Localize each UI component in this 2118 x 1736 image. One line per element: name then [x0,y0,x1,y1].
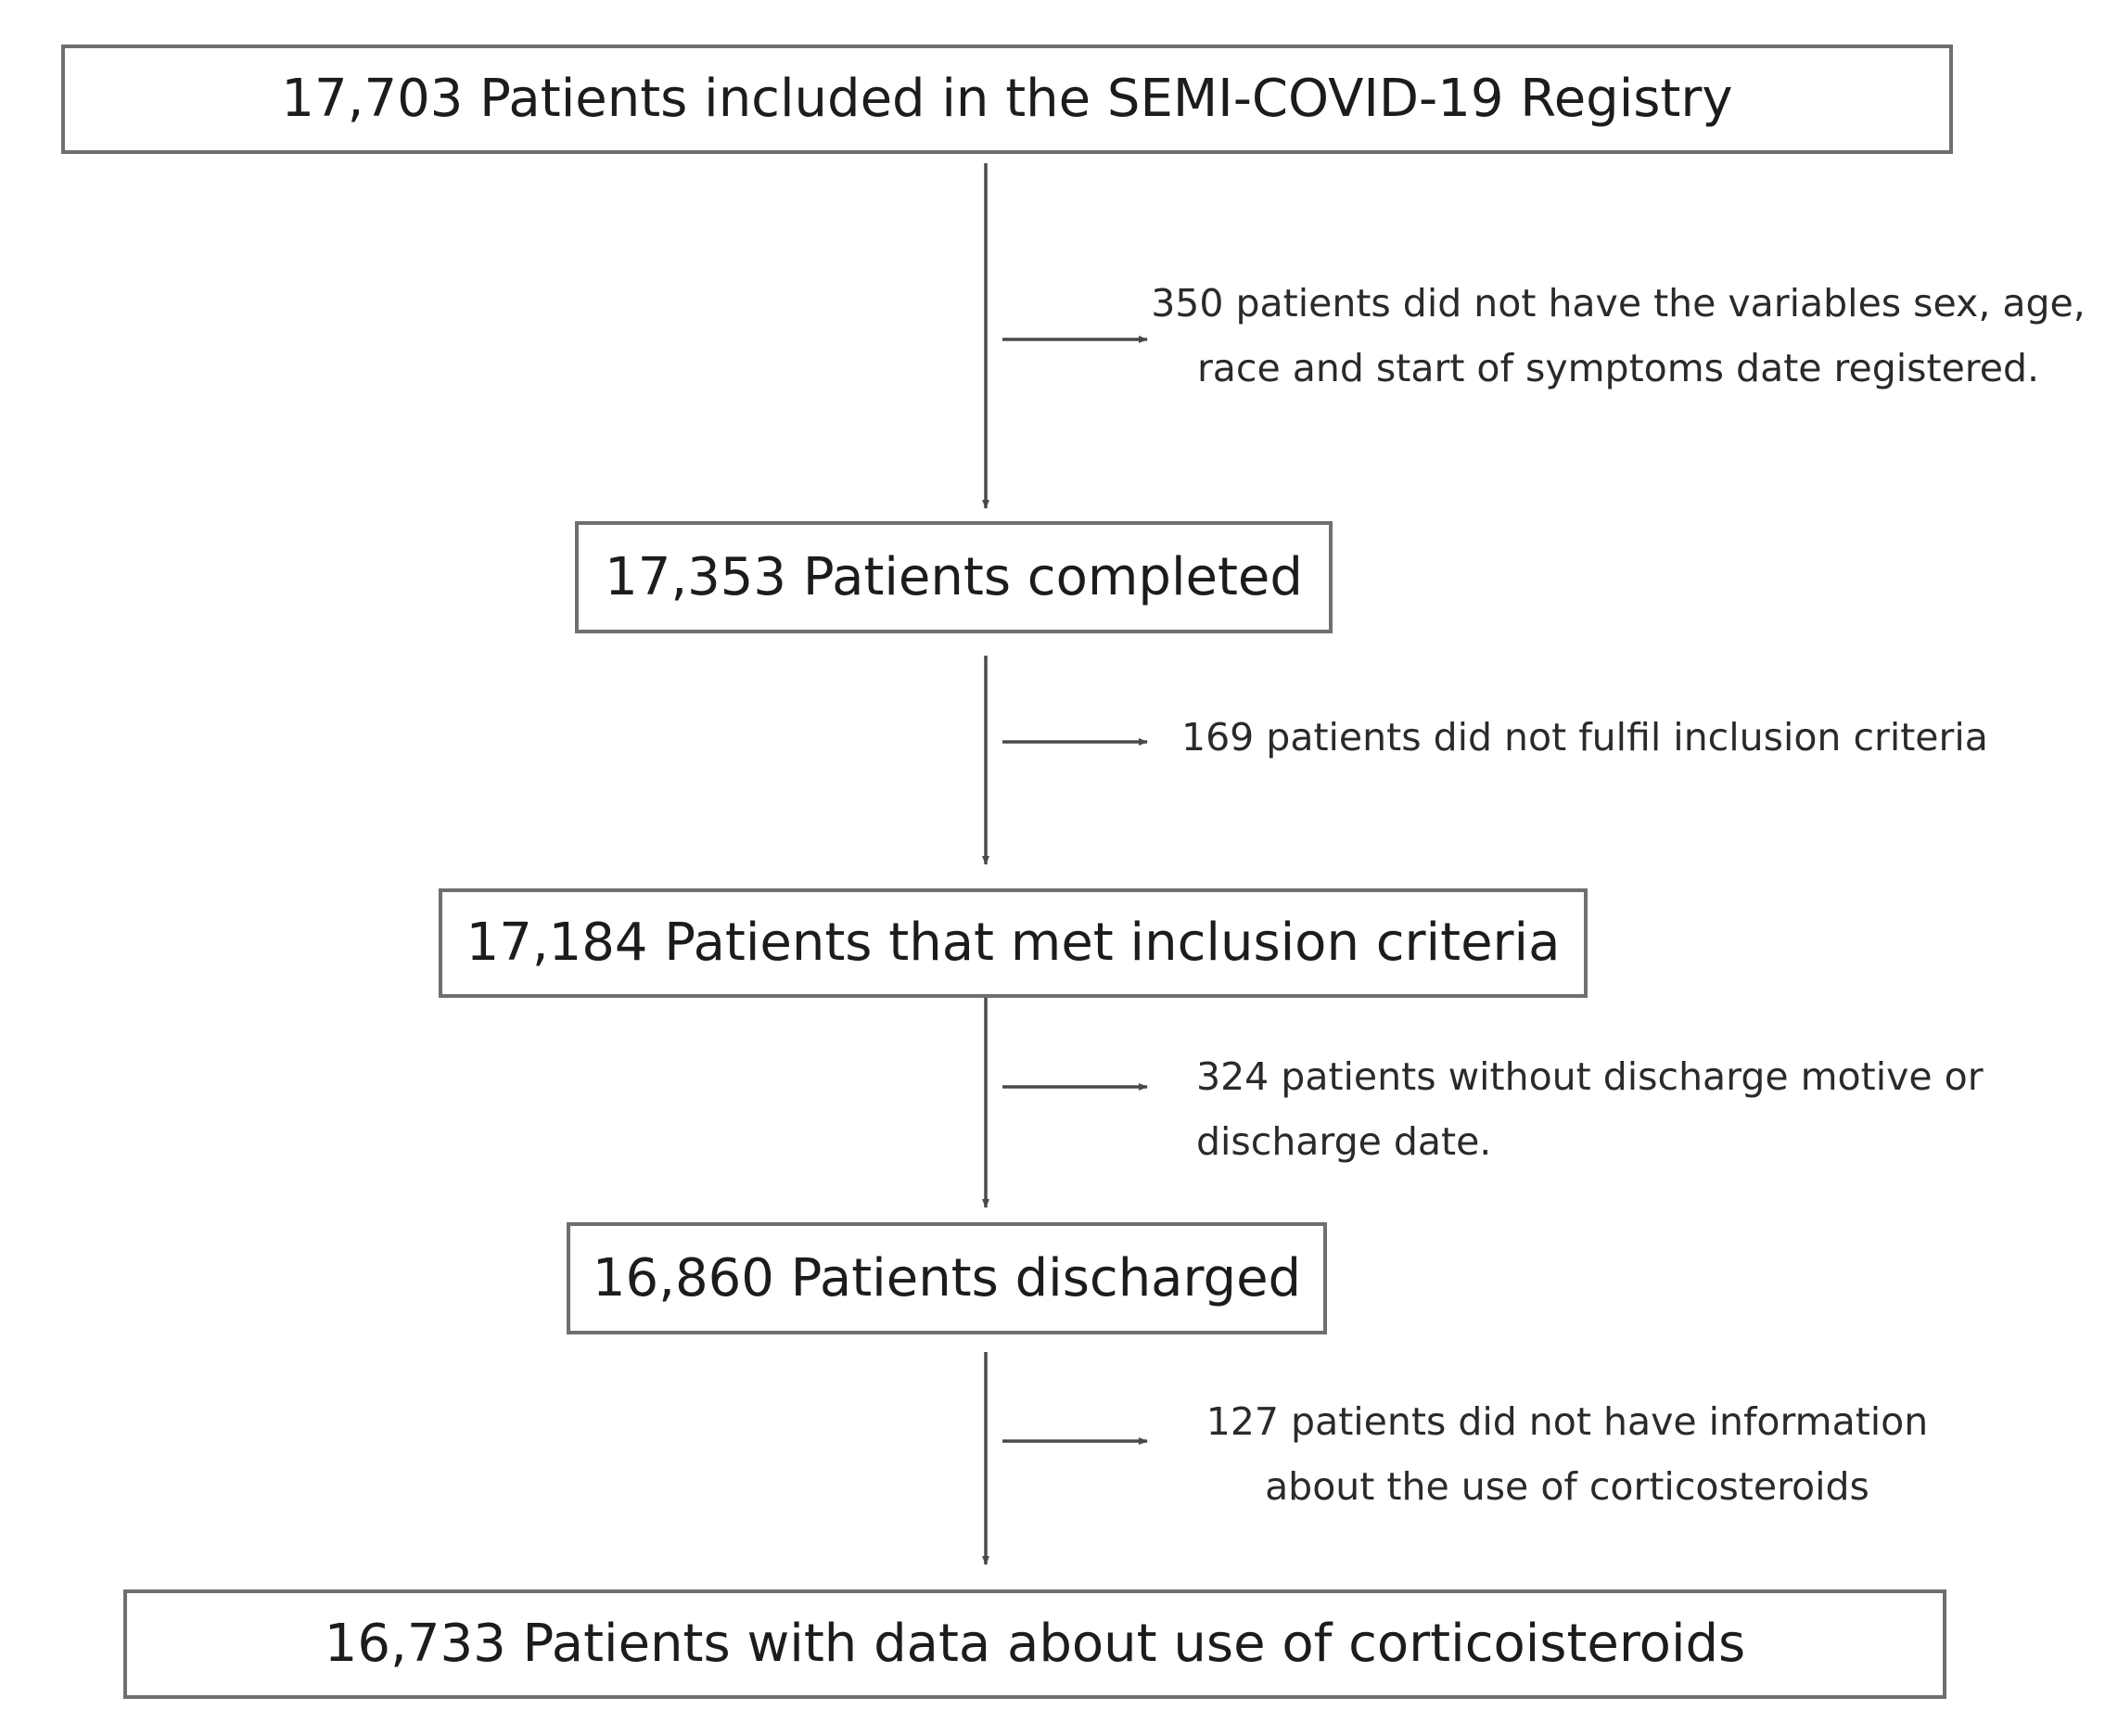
not-fulfil-note: 169 patients did not fulfil inclusion cr… [1181,705,1988,770]
met-criteria-box: 17,184 Patients that met inclusion crite… [439,888,1588,998]
missing-variables-note: 350 patients did not have the variables … [1150,271,2086,401]
no-corticosteroid-info-line-2: about the use of corticosteroids [1265,1464,1869,1509]
completed-label: 17,353 Patients completed [605,546,1303,607]
missing-variables-line-2: race and start of symptoms date register… [1196,346,2040,390]
no-corticosteroid-info-note: 127 patients did not have information ab… [1178,1389,1957,1519]
discharged-box: 16,860 Patients discharged [567,1222,1327,1334]
no-discharge-note: 324 patients without discharge motive or… [1196,1044,1984,1174]
missing-variables-line-1: 350 patients did not have the variables … [1151,281,2086,326]
registry-box: 17,703 Patients included in the SEMI-COV… [61,45,1953,154]
no-discharge-line-2: discharge date. [1196,1119,1492,1164]
not-fulfil-line-1: 169 patients did not fulfil inclusion cr… [1181,715,1988,760]
final-label: 16,733 Patients with data about use of c… [324,1614,1746,1674]
met-criteria-label: 17,184 Patients that met inclusion crite… [466,913,1561,973]
no-discharge-line-1: 324 patients without discharge motive or [1196,1054,1984,1099]
completed-box: 17,353 Patients completed [575,521,1333,633]
final-box: 16,733 Patients with data about use of c… [123,1589,1946,1699]
no-corticosteroid-info-line-1: 127 patients did not have information [1206,1399,1929,1444]
registry-label: 17,703 Patients included in the SEMI-COV… [281,69,1733,129]
discharged-label: 16,860 Patients discharged [592,1247,1302,1308]
